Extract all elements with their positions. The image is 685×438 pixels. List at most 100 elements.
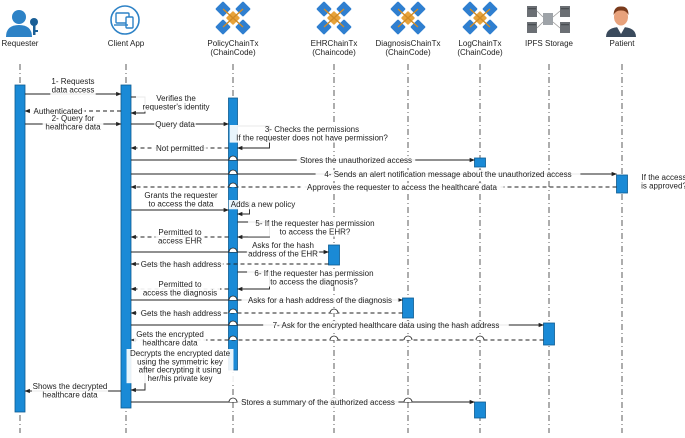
line-hop [228, 182, 238, 188]
line-hop [228, 169, 238, 175]
activation-bar-patient [616, 174, 628, 194]
activation-bar-ehr [328, 244, 340, 266]
line-hop [403, 335, 413, 341]
line-hop [228, 295, 238, 301]
message-text: 3- Checks the permissions [265, 125, 359, 134]
message-text: to access the data [149, 199, 214, 208]
message-text: Adds a new policy [231, 200, 295, 209]
message-text: Verifies the [156, 94, 196, 103]
message-text: healthcare data [142, 338, 198, 347]
line-hop [228, 397, 238, 403]
message-text: 2- Query for [52, 114, 95, 123]
activation-bar-log [474, 157, 486, 168]
message-text: Permitted to [158, 280, 202, 289]
message-text: access the diagnosis [143, 288, 217, 297]
participant-sublabel: (ChainCode) [457, 48, 503, 57]
line-hop [475, 335, 485, 341]
message-label-m21: Gets the hash address [139, 309, 223, 319]
participant-policy: PolicyChainTx(ChainCode) [207, 39, 258, 57]
line-hop [228, 320, 238, 326]
message-label-m17: Gets the hash address [139, 260, 223, 270]
participant-sublabel: (Chaincode) [312, 48, 356, 57]
patient-icon [606, 6, 636, 37]
participant-ehr: EHRChainTx(Chaincode) [311, 39, 358, 57]
message-text: Asks for the hash [252, 241, 314, 250]
line-hop [403, 397, 413, 403]
message-text: her/his private key [148, 374, 213, 383]
message-label-m13: Adds a new policy [228, 200, 298, 210]
participant-log: LogChainTx(ChainCode) [457, 39, 503, 57]
message-text: Asks for a hash address of the diagnosis [248, 296, 392, 305]
participant-sublabel: (ChainCode) [385, 48, 431, 57]
message-label-m8: Stores the unauthorized access [296, 156, 416, 166]
message-text: 6- If the requester has permission [254, 269, 373, 278]
message-text: access EHR [158, 236, 202, 245]
message-text: Gets the hash address [141, 260, 222, 269]
participant-label: LogChainTx [458, 39, 501, 48]
line-hop [228, 308, 238, 314]
message-label-m26: Stores a summary of the authorized acces… [237, 398, 399, 408]
message-text: 5- If the requester has permission [255, 219, 374, 228]
message-text: If the requester does not have permissio… [236, 133, 388, 142]
message-text: Decrypts the encrypted date [130, 349, 231, 358]
activation-bar-ipfs [543, 322, 555, 346]
message-text: Stores a summary of the authorized acces… [241, 398, 395, 407]
participant-label: EHRChainTx [311, 39, 358, 48]
participant-sublabel: (ChainCode) [210, 48, 256, 57]
participant-label: Client App [108, 39, 145, 48]
blockchain-icon [316, 1, 352, 35]
message-text: Stores the unauthorized access [300, 156, 412, 165]
participant-ipfs: IPFS Storage [525, 39, 574, 48]
line-hop [228, 155, 238, 161]
message-label-m3: Authenticated [31, 107, 85, 117]
line-hop [228, 247, 238, 253]
message-text: If the access [642, 173, 685, 182]
participant-label: IPFS Storage [525, 39, 574, 48]
message-label-m11: Approves the requester to access the hea… [300, 183, 504, 193]
client-app-icon [110, 5, 140, 35]
message-label-m9: 4- Sends an alert notification message a… [315, 170, 581, 180]
message-text: Permitted to [158, 228, 202, 237]
message-text: to access the diagnosis? [270, 277, 358, 286]
message-text: Authenticated [34, 107, 83, 116]
line-hop [228, 335, 238, 341]
message-text: Gets the encrypted [136, 330, 204, 339]
message-text: requester's identity [143, 102, 210, 111]
participant-requester: Requester [2, 39, 39, 48]
message-text: Gets the hash address [141, 309, 222, 318]
participant-label: DiagnosisChainTx [376, 39, 441, 48]
user-key-icon [6, 10, 38, 37]
participant-client: Client App [108, 39, 145, 48]
blockchain-icon [215, 1, 251, 35]
message-text: using the symmetric key [137, 357, 223, 366]
blockchain-icon [390, 1, 426, 35]
participant-label: PolicyChainTx [207, 39, 258, 48]
activation-bar-diag [402, 297, 414, 319]
participant-label: Requester [2, 39, 39, 48]
message-text: data access [52, 85, 95, 94]
message-text: 7- Ask for the encrypted healthcare data… [273, 321, 500, 330]
ipfs-storage-icon [527, 6, 570, 33]
message-text: after decrypting it using [139, 366, 222, 375]
message-text: healthcare data [42, 390, 98, 399]
activation-bar-log [474, 401, 486, 419]
message-text: Not permitted [156, 144, 204, 153]
message-label-m20: Asks for a hash address of the diagnosis [241, 296, 399, 306]
message-text: Approves the requester to access the hea… [307, 183, 497, 192]
message-text: to access the EHR? [280, 227, 351, 236]
message-text: Grants the requester [144, 191, 218, 200]
participant-label: Patient [610, 39, 636, 48]
message-text: 1- Requests [51, 77, 94, 86]
